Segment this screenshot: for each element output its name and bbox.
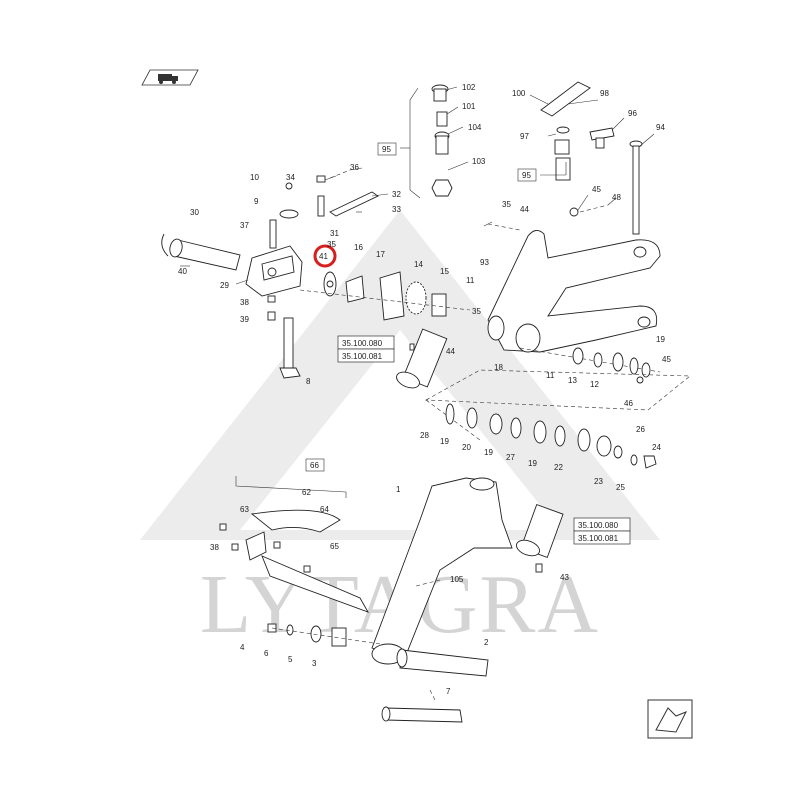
callout-94[interactable]: 94 <box>656 123 665 132</box>
callout-22[interactable]: 22 <box>554 463 563 472</box>
callout-102[interactable]: 102 <box>462 83 476 92</box>
callout-29[interactable]: 29 <box>220 281 229 290</box>
clutch-disc-stack <box>424 369 691 469</box>
fastener-row-bottom <box>267 623 381 647</box>
callout-16[interactable]: 16 <box>354 243 363 252</box>
callout-63[interactable]: 63 <box>240 505 249 514</box>
callout-34[interactable]: 34 <box>286 173 295 182</box>
callout-19d[interactable]: 19 <box>528 459 537 468</box>
callout-44b[interactable]: 44 <box>446 347 455 356</box>
callout-95b[interactable]: 95 <box>522 171 531 180</box>
callout-96[interactable]: 96 <box>628 109 637 118</box>
callout-64[interactable]: 64 <box>320 505 329 514</box>
callout-17[interactable]: 17 <box>376 250 385 259</box>
callout-93[interactable]: 93 <box>480 258 489 267</box>
callout-31[interactable]: 31 <box>330 229 339 238</box>
callout-23[interactable]: 23 <box>594 477 603 486</box>
callout-35b[interactable]: 35 <box>327 240 336 249</box>
callout-2[interactable]: 2 <box>484 638 489 647</box>
callout-19a[interactable]: 19 <box>656 335 665 344</box>
callout-25[interactable]: 25 <box>616 483 625 492</box>
callout-30[interactable]: 30 <box>190 208 199 217</box>
callout-4[interactable]: 4 <box>240 643 245 652</box>
callout-3[interactable]: 3 <box>312 659 317 668</box>
callout-103[interactable]: 103 <box>472 157 486 166</box>
callout-12[interactable]: 12 <box>590 380 599 389</box>
assembly-95-right <box>529 81 655 235</box>
callout-10[interactable]: 10 <box>250 173 259 182</box>
callout-11b[interactable]: 11 <box>546 371 555 380</box>
callout-6[interactable]: 6 <box>264 649 269 658</box>
callout-7[interactable]: 7 <box>446 687 451 696</box>
callout-19b[interactable]: 19 <box>440 437 449 446</box>
callout-46[interactable]: 46 <box>624 399 633 408</box>
callout-1[interactable]: 1 <box>396 485 401 494</box>
callout-33[interactable]: 33 <box>392 205 401 214</box>
callout-18[interactable]: 18 <box>494 363 503 372</box>
callout-8[interactable]: 8 <box>306 377 311 386</box>
callout-38b[interactable]: 38 <box>210 543 219 552</box>
callout-97[interactable]: 97 <box>520 132 529 141</box>
vehicle-nav-icon[interactable] <box>141 69 199 86</box>
callout-28[interactable]: 28 <box>420 431 429 440</box>
main-bracket-93 <box>483 221 661 353</box>
callout-48[interactable]: 48 <box>612 193 621 202</box>
left-upper-assembly <box>161 167 389 379</box>
pedal-assembly-66 <box>219 476 370 613</box>
callout-36[interactable]: 36 <box>350 163 359 172</box>
callout-45[interactable]: 45 <box>592 185 601 194</box>
boxed-labels <box>305 142 537 472</box>
callout-20[interactable]: 20 <box>462 443 471 452</box>
callout-39[interactable]: 39 <box>240 315 249 324</box>
callout-65[interactable]: 65 <box>330 542 339 551</box>
callout-26[interactable]: 26 <box>636 425 645 434</box>
washer-row-right <box>519 347 661 384</box>
ref-link-35-100-080-a: 35.100.080 <box>342 339 383 348</box>
callout-95[interactable]: 95 <box>382 145 391 154</box>
callout-numbers: 102 101 104 103 95 100 98 96 97 94 95 45… <box>178 83 671 696</box>
ref-link-35-100-080-b: 35.100.080 <box>578 521 619 530</box>
callout-66[interactable]: 66 <box>310 461 319 470</box>
callout-19c[interactable]: 19 <box>484 448 493 457</box>
callout-37[interactable]: 37 <box>240 221 249 230</box>
callout-105[interactable]: 105 <box>450 575 464 584</box>
callout-104[interactable]: 104 <box>468 123 482 132</box>
assembly-95-center <box>400 84 469 199</box>
ref-box-right[interactable]: 35.100.080 35.100.081 <box>573 517 631 545</box>
callout-44[interactable]: 44 <box>520 205 529 214</box>
callout-5[interactable]: 5 <box>288 655 293 664</box>
ref-link-35-100-081-a: 35.100.081 <box>342 352 383 361</box>
callout-35[interactable]: 35 <box>502 200 511 209</box>
callout-9[interactable]: 9 <box>254 197 259 206</box>
ref-box-left[interactable]: 35.100.080 35.100.081 <box>337 335 395 363</box>
callout-35c[interactable]: 35 <box>472 307 481 316</box>
callout-43[interactable]: 43 <box>560 573 569 582</box>
callout-40[interactable]: 40 <box>178 267 187 276</box>
callout-98[interactable]: 98 <box>600 89 609 98</box>
callout-62[interactable]: 62 <box>302 488 311 497</box>
bushing-44 <box>396 328 448 389</box>
callout-32[interactable]: 32 <box>392 190 401 199</box>
callout-13[interactable]: 13 <box>568 376 577 385</box>
callout-41[interactable]: 41 <box>319 252 328 261</box>
callout-24[interactable]: 24 <box>652 443 661 452</box>
shafts <box>381 648 489 723</box>
next-page-arrow-icon[interactable] <box>647 699 693 739</box>
callout-27[interactable]: 27 <box>506 453 515 462</box>
callout-101[interactable]: 101 <box>462 102 476 111</box>
callout-14[interactable]: 14 <box>414 260 423 269</box>
callout-100[interactable]: 100 <box>512 89 526 98</box>
callout-15[interactable]: 15 <box>440 267 449 276</box>
highlight-circle <box>313 244 337 268</box>
drive-gear-stack <box>299 271 471 321</box>
callout-11[interactable]: 11 <box>466 276 475 285</box>
ref-link-35-100-081-b: 35.100.081 <box>578 534 619 543</box>
callout-45b[interactable]: 45 <box>662 355 671 364</box>
main-arm-1 <box>371 477 564 665</box>
callout-38[interactable]: 38 <box>240 298 249 307</box>
